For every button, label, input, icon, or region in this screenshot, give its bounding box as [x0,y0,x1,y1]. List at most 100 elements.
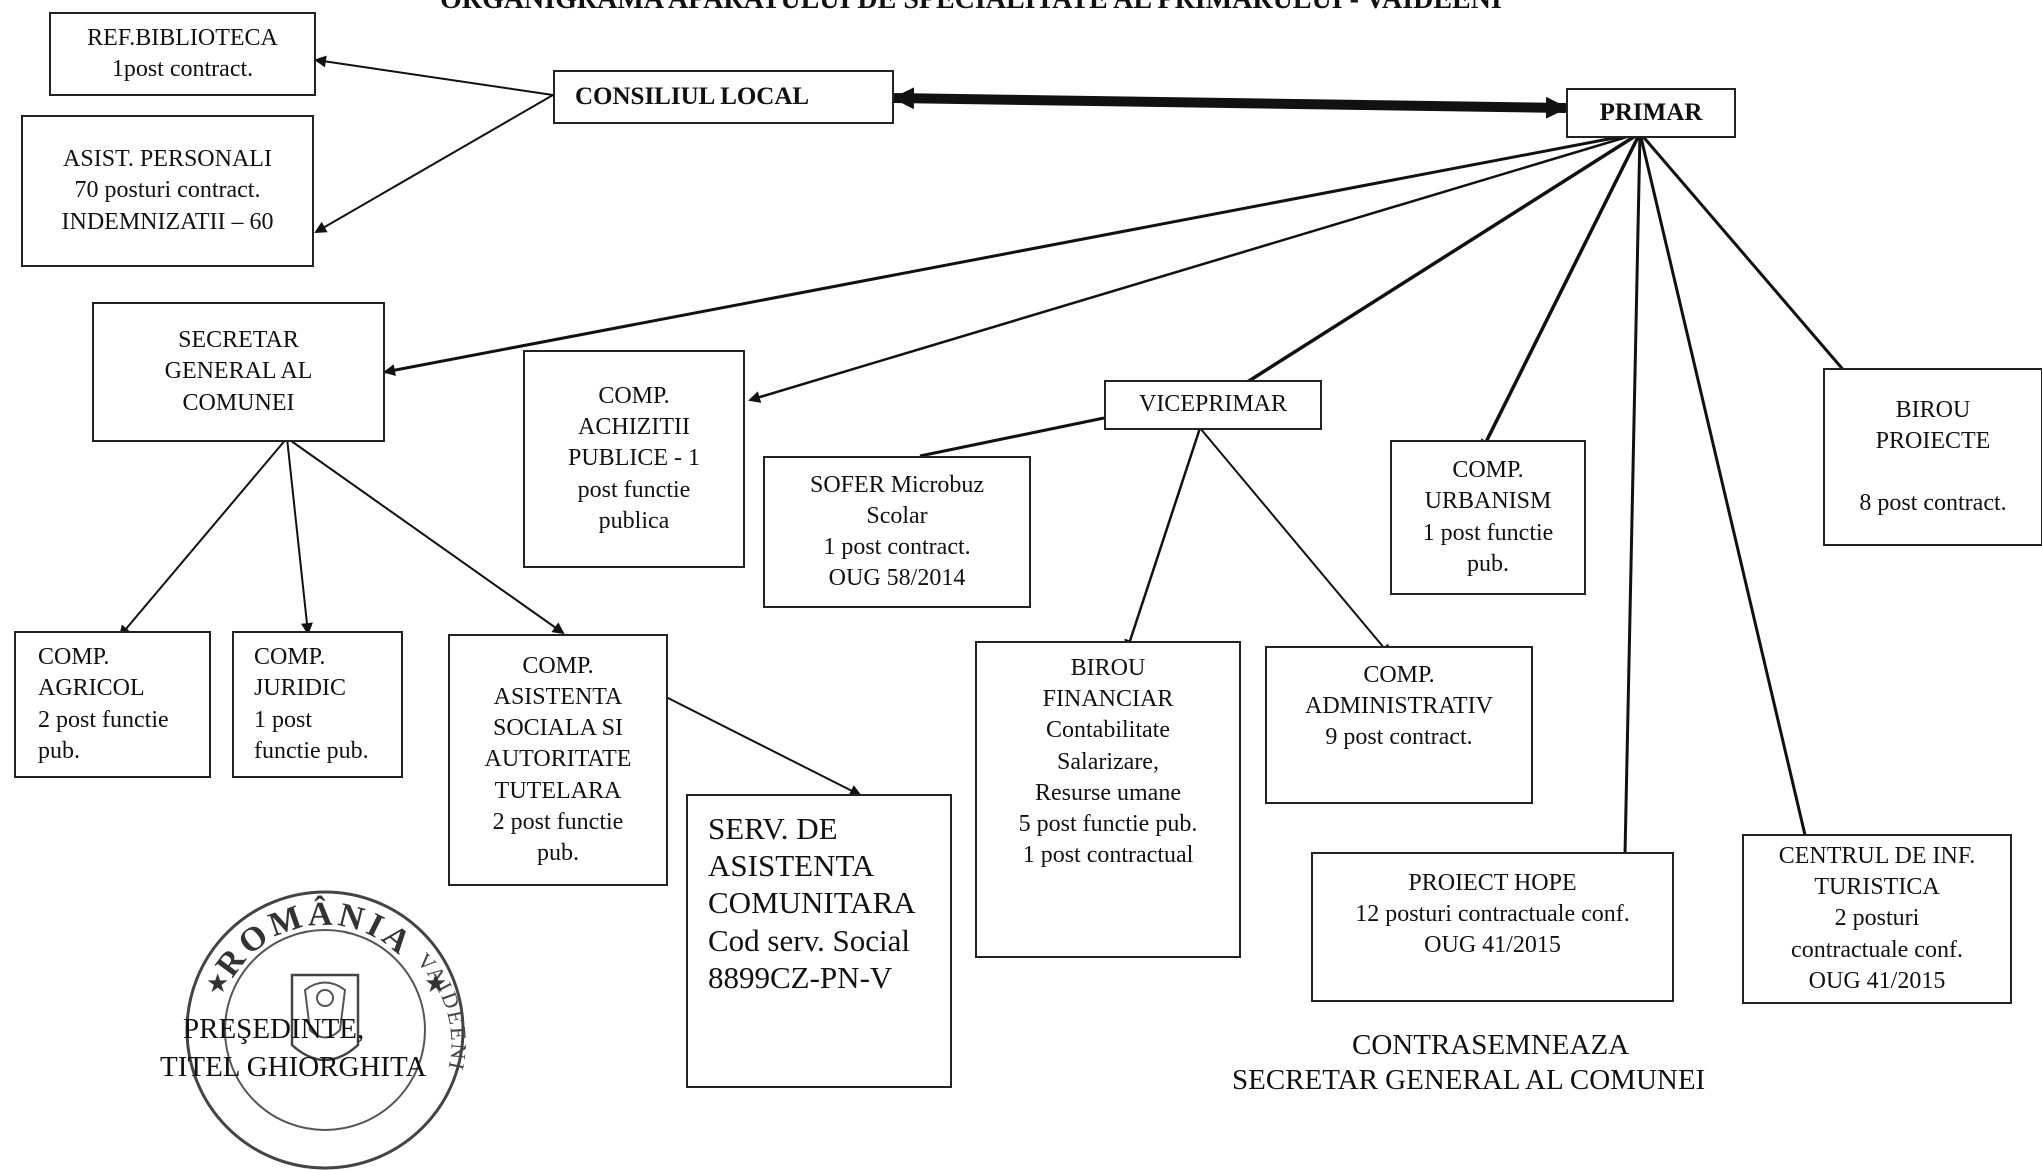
official-seal-icon: ROMÂNIA VAIDEENI ★ ★ [185,890,470,1170]
box-administrativ: COMP. ADMINISTRATIV 9 post contract. [1265,646,1533,804]
box-text-line: publica [598,507,670,534]
box-text-line: Cod serv. Social [708,922,911,958]
chart-title: ORGANIGRAMA APARATULUI DE SPECIALITATE A… [440,0,1502,16]
box-text-line: INDEMNIZATII – 60 [61,208,274,235]
box-text-line: ADMINISTRATIV [1305,693,1493,720]
box-text-line: ACHIZITII [578,414,690,441]
arrow-asistenta-serv [665,696,862,796]
box-text-line: REF.BIBLIOTECA [87,24,278,51]
box-text-line: OUG 41/2015 [1424,932,1561,959]
box-text-line: FINANCIAR [1042,686,1174,713]
box-asist-personali: ASIST. PERSONALI 70 posturi contract. INDE… [21,115,314,267]
box-text-line: AGRICOL [38,675,145,702]
box-text-line: ASISTENTA [708,848,875,884]
box-text-line: COMUNITARA [708,885,916,921]
arrow-secretar-juridic [286,437,313,635]
box-text-line: OUG 41/2015 [1808,967,1946,994]
line-primar-hope [1623,132,1642,856]
box-text-line: CONSILIUL LOCAL [575,82,810,110]
box-centrul-turistic: CENTRUL DE INF. TURISTICA 2 posturi contrac… [1742,834,2012,1004]
box-text-line: COMUNEI [182,389,295,416]
box-text-line: Scolar [866,502,928,529]
box-text-line: SERV. DE [708,811,838,846]
arrow-primar-secretar [383,131,1641,377]
arrow-secretar-asistenta [286,437,565,635]
box-text-line: PROIECTE [1875,427,1991,454]
box-text-line: COMP. [38,644,110,671]
box-text-line: PRIMAR [1599,98,1703,126]
arrow-viceprimar-administrativ [1199,427,1392,657]
box-text-line: 9 post contract. [1325,724,1473,751]
box-text-line: TURISTICA [1814,874,1940,901]
box-text-line: JURIDIC [254,675,347,702]
arrow-consiliu-primar [892,87,1568,119]
box-text-line: 2 post functie [492,808,624,835]
box-text-line: 2 posturi [1834,905,1920,932]
box-text-line: 12 posturi contractuale conf. [1355,901,1630,928]
box-text-line: 70 posturi contract. [74,177,261,204]
box-text-line: pub. [38,737,80,764]
box-text-line: COMP. [598,383,670,410]
box-text-line: Salarizare, [1057,748,1159,775]
svg-text:★: ★ [424,969,447,998]
box-text-line: SOFER Microbuz [810,471,984,498]
box-viceprimar: VICEPRIMAR [1104,380,1322,430]
box-text-line: OUG 58/2014 [828,565,966,592]
box-text-line: post functie [577,476,691,503]
box-consiliul-local: CONSILIUL LOCAL [553,70,894,124]
box-text-line: 2 post functie [38,706,169,733]
box-text-line: pub. [537,839,579,866]
box-text-line: Resurse umane [1035,779,1181,806]
box-text-line: COMP. [522,652,594,679]
connector-lines [118,55,1854,856]
box-text-line: 1post contract. [111,56,254,82]
signature-presedinte-name: TITEL GHIORGHITA [160,1051,427,1083]
box-text-line: ASISTENTA [493,684,623,711]
box-text-line: PROIECT HOPE [1408,870,1577,896]
box-text-line: TUTELARA [494,777,622,804]
arrow-consiliu-biblioteca [314,55,554,96]
box-text-line: VICEPRIMAR [1138,391,1288,418]
line-primar-centrul [1638,132,1807,836]
box-text-line: 1 post contract. [823,534,971,560]
box-text-line: ASIST. PERSONALI [63,146,272,173]
box-proiect-hope: PROIECT HOPE 12 posturi contractuale conf… [1311,852,1674,1002]
box-agricol: COMP. AGRICOL 2 post functie pub. [14,631,211,778]
box-text-line: COMP. [1363,662,1435,688]
arrow-primar-proiecte [1638,132,1854,382]
box-primar: PRIMAR [1566,88,1736,138]
box-text-line: AUTORITATE [484,746,632,773]
box-text-line: BIROU [1070,655,1146,681]
arrow-viceprimar-financiar [1124,427,1202,652]
box-text-line: BIROU [1895,396,1971,423]
box-text-line: 1 post contractual [1022,842,1194,869]
arrow-primar-achizitii [748,131,1641,403]
arrow-secretar-agricol [118,437,288,638]
box-text-line: 8 post contract. [1859,490,2007,517]
box-text-line: GENERAL AL [164,358,313,385]
box-text-line: 1 post [254,706,313,733]
box-text-line: 8899CZ-PN-V [708,959,893,995]
arrow-consiliu-asist [314,94,554,234]
signature-presedinte-label: PREŞEDINTE, [183,1013,365,1045]
box-text-line: URBANISM [1424,488,1552,515]
box-text-line: contractuale conf. [1791,936,1963,963]
box-text-line: pub. [1467,550,1509,577]
signature-contrasemneaza: CONTRASEMNEAZA [1352,1029,1630,1061]
line-viceprimar-sofer [919,416,1105,458]
box-text-line: 5 post functie pub. [1018,810,1198,837]
box-text-line: CENTRUL DE INF. [1778,843,1976,870]
box-text-line [1833,457,2033,488]
arrow-primar-viceprimar [1198,131,1641,414]
box-birou-proiecte: BIROU PROIECTE 8 post contract. [1823,368,2042,546]
svg-text:★: ★ [206,969,229,998]
box-text-line: Contabilitate [1046,717,1170,744]
box-text-line: COMP. [1452,457,1524,484]
box-text-line: PUBLICE - 1 [568,445,700,472]
box-achizitii: COMP. ACHIZITII PUBLICE - 1 post functie pub… [523,350,745,568]
